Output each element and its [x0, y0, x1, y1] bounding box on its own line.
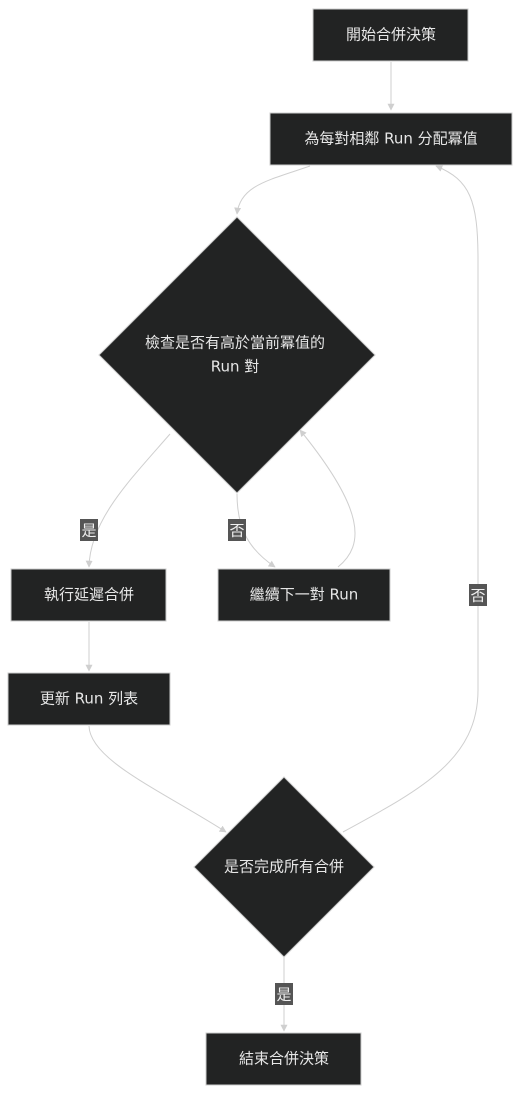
node-check: 檢查是否有高於當前冪值的 Run 對	[98, 216, 376, 494]
node-check-label-line2: Run 對	[211, 358, 260, 376]
edge-check-to-next	[236, 493, 276, 568]
edge-update-to-done	[88, 725, 227, 833]
edge-label-done-yes-text: 是	[276, 986, 291, 1004]
node-end-label: 結束合併決策	[239, 1050, 329, 1068]
node-end: 結束合併決策	[205, 1032, 362, 1086]
node-update-label: 更新 Run 列表	[40, 690, 138, 708]
node-start: 開始合併決策	[312, 8, 469, 62]
edge-label-check-no-text: 否	[229, 522, 244, 540]
edge-label-done-no-text: 否	[470, 587, 485, 605]
node-assign: 為每對相鄰 Run 分配冪值	[269, 112, 513, 166]
edge-done-to-assign	[342, 165, 479, 833]
node-update: 更新 Run 列表	[7, 672, 171, 726]
node-assign-label: 為每對相鄰 Run 分配冪值	[304, 130, 477, 148]
node-start-label: 開始合併決策	[346, 26, 436, 44]
node-done-check: 是否完成所有合併	[193, 776, 375, 958]
node-merge: 執行延遲合併	[10, 568, 167, 622]
node-next: 繼續下一對 Run	[217, 568, 391, 622]
edge-check-to-merge	[85, 433, 171, 568]
edge-label-done-no: 否	[469, 584, 487, 606]
node-next-label: 繼續下一對 Run	[250, 586, 359, 604]
edge-label-done-yes: 是	[275, 983, 293, 1005]
node-check-label-line1: 檢查是否有高於當前冪值的	[145, 334, 325, 352]
node-merge-label: 執行延遲合併	[44, 586, 134, 604]
edge-next-to-check	[299, 429, 356, 568]
edge-label-check-yes-text: 是	[81, 522, 96, 540]
node-done-check-label: 是否完成所有合併	[224, 858, 344, 876]
edges	[85, 62, 479, 1032]
edge-label-check-yes: 是	[80, 519, 98, 541]
edge-assign-to-check	[234, 165, 311, 215]
edge-label-check-no: 否	[228, 519, 246, 541]
